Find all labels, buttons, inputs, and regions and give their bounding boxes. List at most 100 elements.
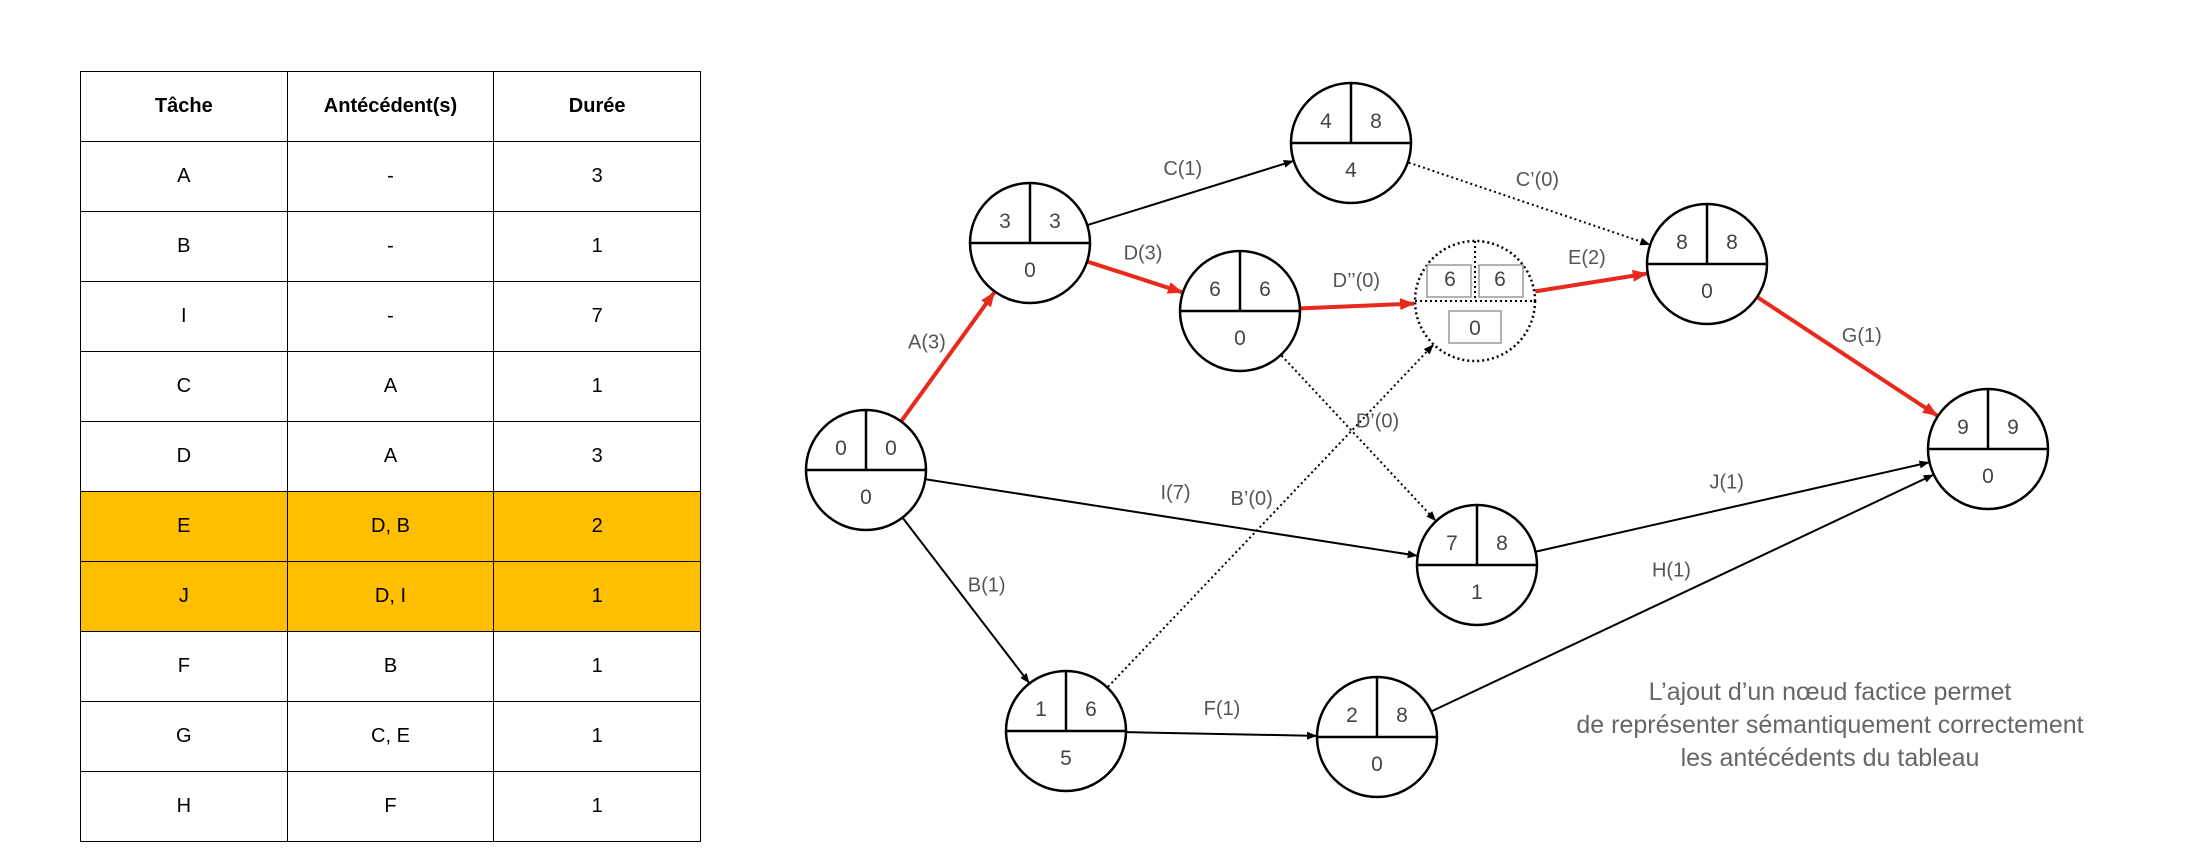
edge-label: B(1)	[968, 575, 1006, 597]
node-slack: 1	[1471, 581, 1483, 604]
node-late-date: 6	[1494, 268, 1506, 291]
edge-label: C’(0)	[1516, 169, 1559, 191]
node-late-date: 6	[1259, 278, 1271, 301]
edge-arrow	[900, 291, 996, 422]
cell-task: A	[80, 141, 288, 212]
note-line: de représenter sémantiquement correcteme…	[1576, 711, 2084, 739]
edge-arrow	[1126, 731, 1318, 740]
node-early-date: 6	[1444, 268, 1456, 291]
cell-task: E	[80, 491, 288, 562]
edge-label: A(3)	[908, 331, 946, 353]
cell-duration: 1	[493, 631, 701, 702]
event-node: 4 8 4	[1289, 81, 1413, 205]
edge-arrow	[1431, 474, 1934, 712]
dummy-box	[1426, 264, 1472, 298]
edge-label: J(1)	[1710, 472, 1744, 494]
edge-arrow	[1536, 460, 1930, 553]
node-late-date: 6	[1085, 698, 1097, 721]
node-early-date: 2	[1346, 704, 1358, 727]
node-slack: 0	[1234, 327, 1246, 350]
node-early-date: 1	[1035, 698, 1047, 721]
edge-arrow	[1107, 344, 1434, 688]
header-predecessors: Antécédent(s)	[286, 71, 495, 142]
cell-duration: 2	[493, 491, 701, 562]
node-early-date: 4	[1320, 110, 1332, 133]
node-slack: 0	[1982, 465, 1994, 488]
edge-label: B’(0)	[1231, 488, 1273, 510]
edge-arrow	[1087, 160, 1294, 226]
cell-duration: 1	[493, 771, 701, 842]
node-late-date: 8	[1370, 110, 1382, 133]
cell-duration: 1	[493, 351, 701, 422]
cell-duration: 3	[493, 141, 701, 212]
edge-arrow	[1300, 298, 1416, 311]
edge-arrow	[926, 478, 1418, 559]
event-node: 8 8 0	[1645, 202, 1769, 326]
node-slack: 0	[1701, 280, 1713, 303]
node-early-date: 3	[999, 210, 1011, 233]
cell-predecessors: D, I	[286, 561, 495, 632]
note-line: L’ajout d’un nœud factice permet	[1648, 678, 2012, 706]
node-early-date: 7	[1446, 532, 1458, 555]
dummy-box	[1478, 264, 1524, 298]
node-late-date: 8	[1396, 704, 1408, 727]
node-slack: 5	[1060, 747, 1072, 770]
node-early-date: 8	[1676, 231, 1688, 254]
edges-layer: A(3)C(1)D(3)C’(0)D’’(0)E(2)G(1)D’(0)I(7)…	[900, 158, 1939, 740]
cell-predecessors: D, B	[286, 491, 495, 562]
node-slack: 0	[1024, 259, 1036, 282]
edge-label: D’’(0)	[1333, 270, 1380, 292]
edge-arrow	[1408, 161, 1651, 246]
edge-arrow	[1534, 269, 1648, 294]
table-row: A-3	[80, 141, 701, 212]
cell-duration: 7	[493, 281, 701, 352]
node-slack: 0	[1469, 317, 1481, 340]
cell-predecessors: A	[286, 351, 495, 422]
node-slack: 0	[1371, 753, 1383, 776]
node-late-date: 9	[2007, 416, 2019, 439]
node-early-date: 6	[1209, 278, 1221, 301]
edge-label: G(1)	[1842, 325, 1882, 347]
node-late-date: 0	[885, 437, 897, 460]
cell-task: F	[80, 631, 288, 702]
dummy-node: 6 6 0	[1413, 239, 1537, 363]
node-early-date: 0	[835, 437, 847, 460]
event-node: 6 6 0	[1178, 249, 1302, 373]
node-late-date: 8	[1496, 532, 1508, 555]
cell-predecessors: F	[286, 771, 495, 842]
cell-task: J	[80, 561, 288, 632]
event-node: 1 6 5	[1004, 669, 1128, 793]
dummy-box	[1448, 310, 1502, 344]
event-node: 2 8 0	[1315, 675, 1439, 799]
edge-label: E(2)	[1568, 247, 1606, 269]
edge-arrow	[1087, 259, 1183, 295]
node-late-date: 8	[1726, 231, 1738, 254]
cell-predecessors: -	[286, 281, 495, 352]
cell-task: D	[80, 421, 288, 492]
cell-task: C	[80, 351, 288, 422]
table-header-row: Tâche Antécédent(s) Durée	[80, 71, 701, 142]
cell-task: B	[80, 211, 288, 282]
node-slack: 4	[1345, 159, 1357, 182]
note-line: les antécédents du tableau	[1680, 744, 1980, 772]
edge-label: C(1)	[1163, 158, 1202, 180]
note-text: L’ajout d’un nœud factice permet de repr…	[1550, 676, 2110, 775]
header-duration: Durée	[493, 71, 701, 142]
edge-label: H(1)	[1652, 559, 1691, 581]
edge-label: D(3)	[1124, 242, 1163, 264]
header-task: Tâche	[80, 71, 288, 142]
edge-arrow	[1280, 354, 1437, 522]
table-row: I-7	[80, 281, 701, 352]
edge-arrow	[1756, 295, 1939, 418]
node-early-date: 9	[1957, 416, 1969, 439]
